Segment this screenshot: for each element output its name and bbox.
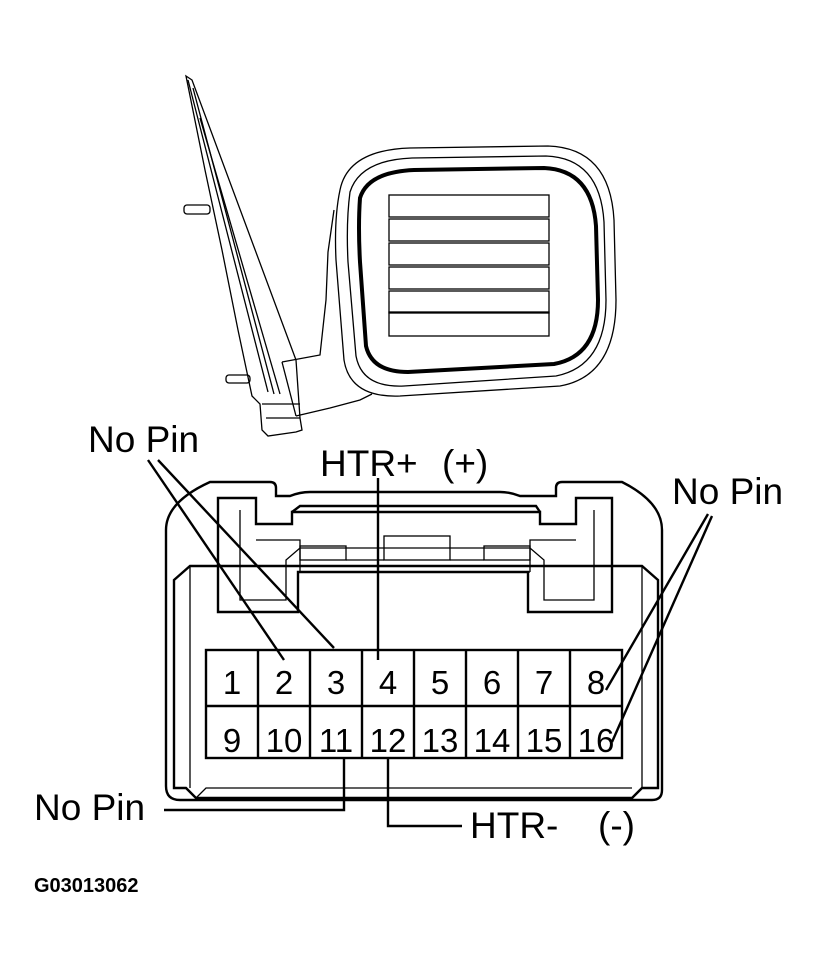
htr-minus-label: HTR-	[470, 805, 558, 846]
pin-16: 16	[578, 722, 615, 759]
pin-3: 3	[327, 664, 345, 701]
pin-15: 15	[526, 722, 563, 759]
callout-labels: No Pin HTR+ (+) No Pin No Pin HTR- (-) G…	[34, 419, 783, 897]
pin-11: 11	[319, 722, 353, 759]
htr-plus-label: HTR+	[320, 443, 418, 484]
pin-14: 14	[474, 722, 511, 759]
pin-4: 4	[379, 664, 397, 701]
pin-2: 2	[275, 664, 293, 701]
leader-no-pin-to-pin-2	[147, 459, 285, 661]
no-pin-label-top-right: No Pin	[672, 471, 783, 512]
pin-12: 12	[370, 722, 407, 759]
pin-8: 8	[587, 664, 605, 701]
leader-no-pin-to-pin-3	[157, 459, 335, 649]
leader-no-pin-to-pin-8	[604, 513, 710, 691]
connector-housing	[164, 480, 664, 802]
leader-lines	[147, 459, 714, 828]
pin-6: 6	[483, 664, 501, 701]
no-pin-label-top-left: No Pin	[88, 419, 199, 460]
pin-10: 10	[266, 722, 303, 759]
htr-minus-polarity: (-)	[598, 805, 635, 846]
pin-5: 5	[431, 664, 449, 701]
side-mirror-illustration	[183, 74, 617, 437]
pin-grid: 1 2 3 4 5 6 7 8 9 10 11 12 13 14 15 16	[204, 648, 624, 760]
leader-htr-minus-to-pin-12	[386, 758, 462, 828]
pin-7: 7	[535, 664, 553, 701]
htr-plus-polarity: (+)	[442, 443, 488, 484]
no-pin-label-bottom-left: No Pin	[34, 787, 145, 828]
pin-1: 1	[223, 664, 241, 701]
figure-code: G03013062	[34, 875, 139, 897]
leader-no-pin-to-pin-11	[164, 758, 346, 812]
pin-9: 9	[223, 722, 241, 759]
leader-no-pin-to-pin-16	[610, 515, 714, 743]
pin-13: 13	[422, 722, 459, 759]
